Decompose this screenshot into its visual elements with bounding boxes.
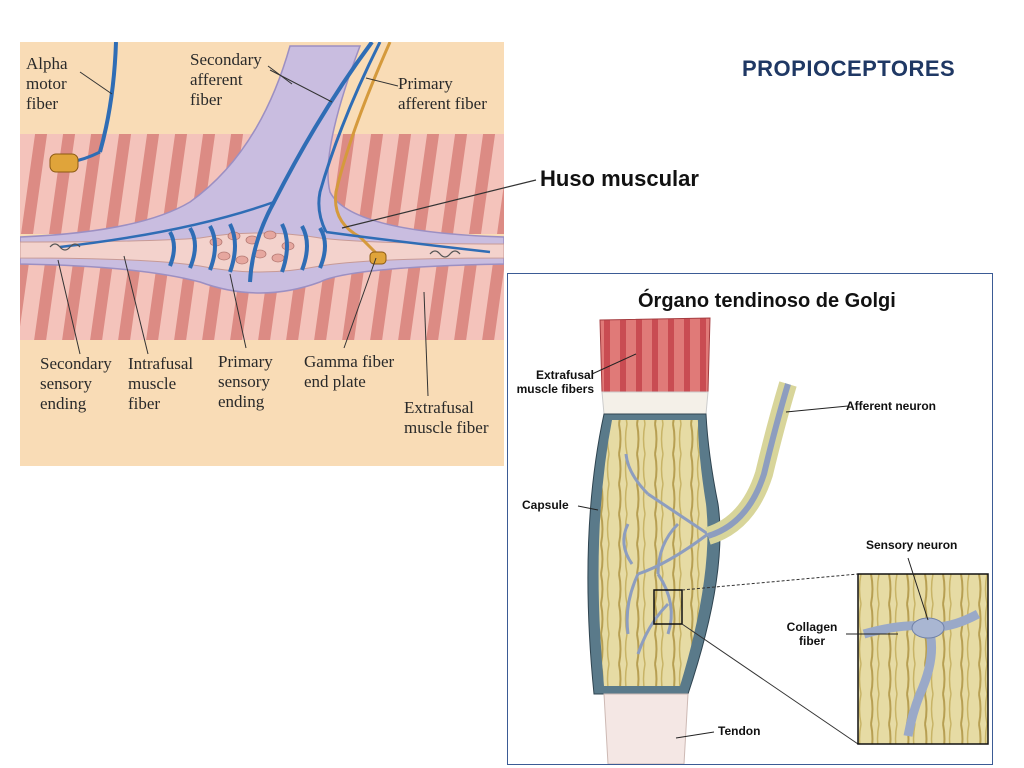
- golgi-leader-lines: [577, 353, 929, 739]
- golgi-title: Órgano tendinoso de Golgi: [638, 290, 896, 312]
- sensory-neuron-label: Sensory neuron: [866, 538, 958, 552]
- annulospiral-endings: [168, 223, 327, 273]
- gamma-fiber-end-plate-label: Gamma fiber end plate: [304, 352, 395, 391]
- tendon-label: Tendon: [718, 724, 761, 738]
- sensory-neuron-branches: [622, 453, 709, 655]
- muscle-spindle-illustration: Alpha motor fiber Secondary afferent fib…: [20, 42, 504, 466]
- tendon: [603, 693, 689, 764]
- afferent-neuron-line: [707, 383, 791, 539]
- secondary-afferent-fiber-label: Secondary afferent fiber: [190, 50, 262, 109]
- golgi-extrafusal-muscle: [599, 317, 711, 393]
- alpha-motor-fiber-line: [98, 42, 118, 153]
- muscle-spindle-drawing: [20, 42, 504, 397]
- collagen-inset: [857, 573, 989, 745]
- gamma-end-plate: [369, 251, 387, 265]
- golgi-tendon-drawing: [577, 317, 989, 764]
- primary-afferent-fiber-line: [248, 42, 374, 283]
- leader-lines: [57, 65, 429, 397]
- alpha-motor-fiber-label: Alpha motor fiber: [26, 54, 68, 113]
- collagen-fiber-label: Collagen fiber: [786, 620, 838, 648]
- golgi-extrafusal-label: Extrafusal muscle fibers: [516, 368, 594, 396]
- capsule-label: Capsule: [522, 498, 569, 512]
- zoom-region: [653, 589, 683, 625]
- primary-sensory-ending-label: Primary sensory ending: [218, 352, 273, 411]
- sensory-neuron-ending: [911, 617, 945, 639]
- slide-title: PROPIOCEPTORES: [742, 56, 956, 81]
- golgi-tendon-organ-illustration: Órgano tendinoso de Golgi Extrafusal mus…: [507, 273, 993, 765]
- primary-afferent-fiber-label: Primary afferent fiber: [398, 74, 487, 113]
- huso-muscular-caption: Huso muscular: [540, 166, 699, 191]
- afferent-neuron-label: Afferent neuron: [846, 399, 936, 413]
- alpha-motor-end-plate: [49, 153, 79, 173]
- secondary-sensory-ending-label: Secondary sensory ending: [40, 354, 112, 413]
- extrafusal-muscle-fiber-label: Extrafusal muscle fiber: [404, 398, 489, 437]
- intrafusal-muscle-fiber-label: Intrafusal muscle fiber: [128, 354, 194, 413]
